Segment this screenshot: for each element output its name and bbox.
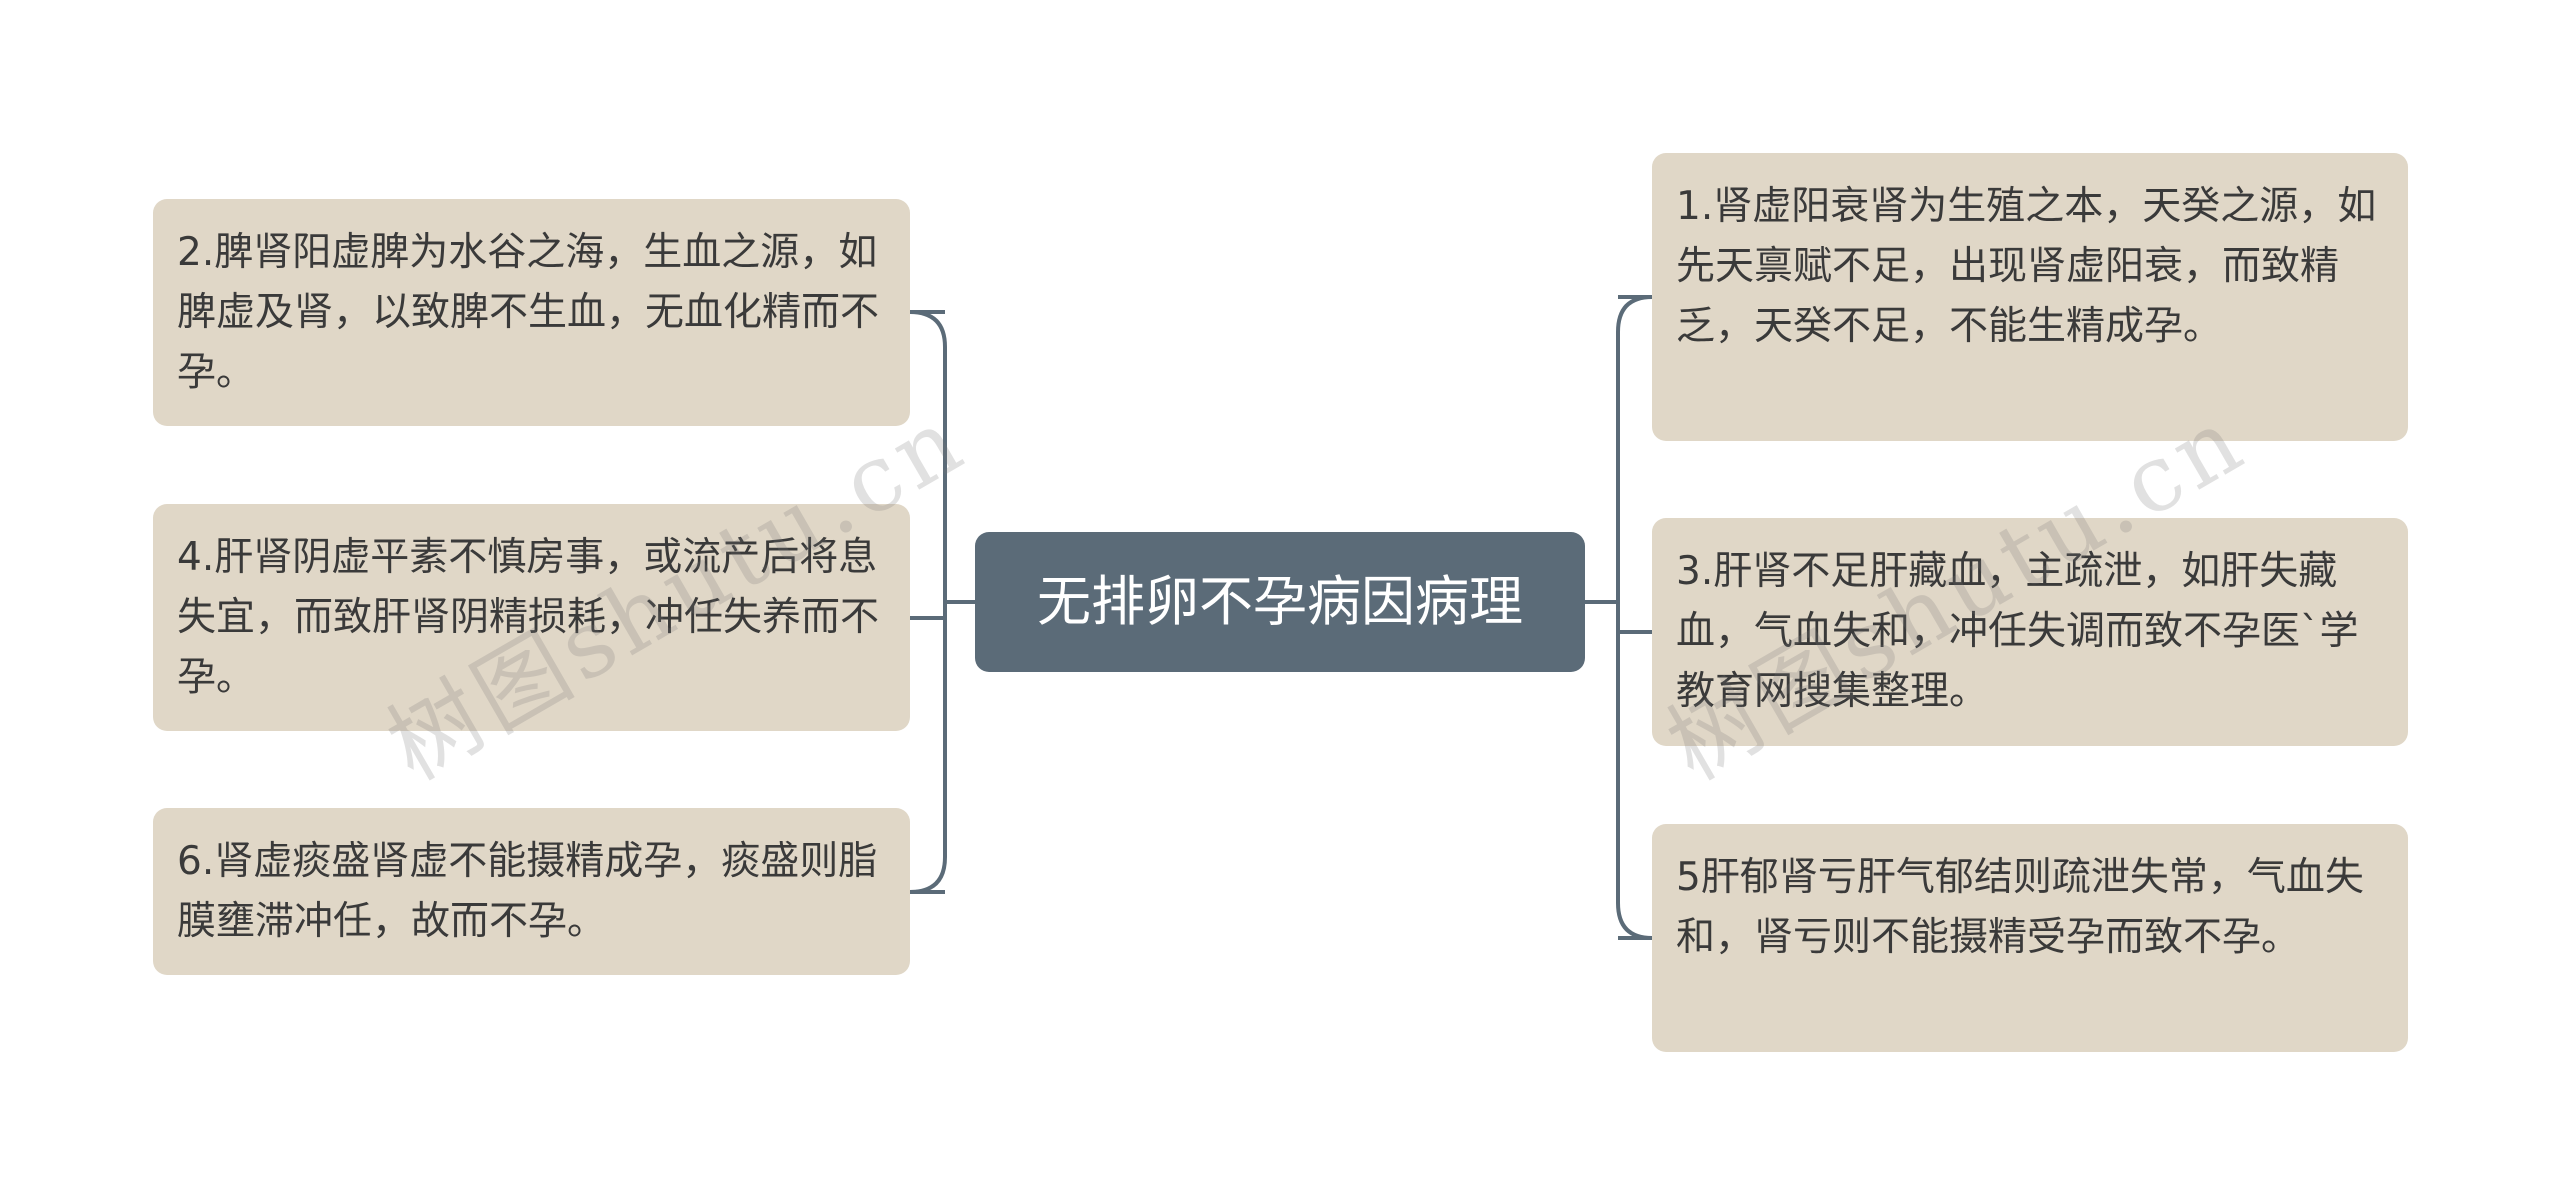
central-topic[interactable]: 无排卵不孕病因病理 xyxy=(975,532,1585,672)
connector-right-trunk xyxy=(1616,295,1653,940)
topic-node-2[interactable]: 2.脾肾阳虚脾为水谷之海，生血之源，如脾虚及肾，以致脾不生血，无血化精而不孕。 xyxy=(153,199,910,426)
topic-node-1[interactable]: 1.肾虚阳衰肾为生殖之本，天癸之源，如先天禀赋不足，出现肾虚阳衰，而致精乏，天癸… xyxy=(1652,153,2408,441)
topic-node-4[interactable]: 4.肝肾阴虚平素不慎房事，或流产后将息失宜，而致肝肾阴精损耗，冲任失养而不孕。 xyxy=(153,504,910,731)
topic-node-6[interactable]: 6.肾虚痰盛肾虚不能摄精成孕，痰盛则脂膜壅滞冲任，故而不孕。 xyxy=(153,808,910,975)
topic-node-5[interactable]: 5肝郁肾亏肝气郁结则疏泄失常，气血失和，肾亏则不能摄精受孕而致不孕。 xyxy=(1652,824,2408,1052)
connector-left-trunk xyxy=(909,310,947,894)
topic-node-3[interactable]: 3.肝肾不足肝藏血，主疏泄，如肝失藏血，气血失和，冲任失调而致不孕医`学教育网搜… xyxy=(1652,518,2408,746)
